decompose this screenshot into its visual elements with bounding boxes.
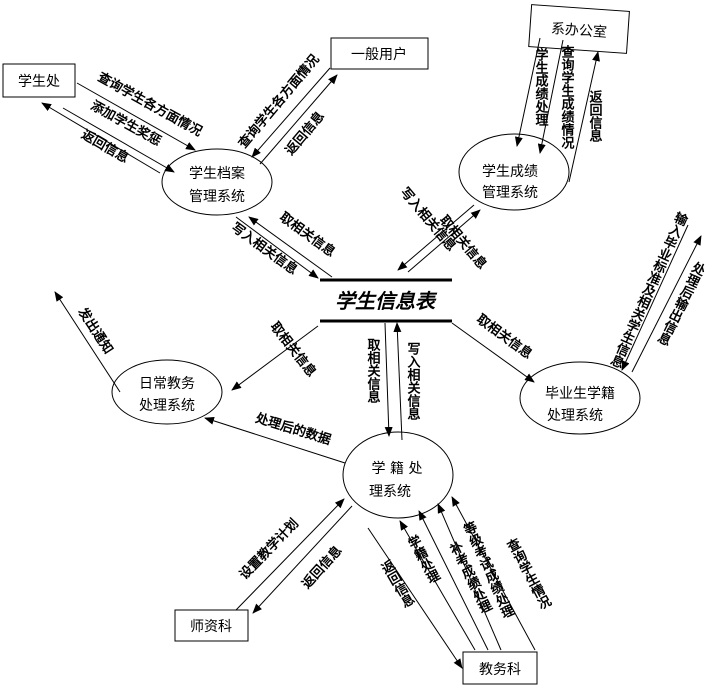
entity-academic-affairs: 教务科 — [462, 651, 538, 685]
svg-text:返回信息: 返回信息 — [299, 543, 346, 592]
entity-faculty-section: 师资科 — [174, 609, 249, 642]
svg-text:学生成绩: 学生成绩 — [482, 164, 538, 180]
svg-text:教务科: 教务科 — [479, 662, 521, 678]
process-grades: 学生成绩 管理系统 — [458, 133, 570, 211]
svg-text:学生成绩处理: 学生成绩处理 — [533, 47, 550, 126]
svg-text:取相关信息: 取相关信息 — [267, 319, 320, 380]
svg-text:处理系统: 处理系统 — [547, 408, 603, 424]
svg-text:处理系统: 处理系统 — [139, 398, 195, 414]
svg-text:学 籍 处: 学 籍 处 — [372, 460, 423, 477]
svg-text:返回信息: 返回信息 — [377, 558, 417, 612]
flow-grades-write: 写入相关信息 — [397, 184, 475, 271]
flow-daily-data: 处理后的数据 — [204, 410, 346, 464]
process-archive: 学生档案 管理系统 — [161, 148, 273, 216]
process-student-status: 学 籍 处 理系统 — [342, 431, 454, 519]
svg-text:师资科: 师资科 — [190, 619, 232, 635]
flow-do-query: 查询学生成绩情况 — [537, 39, 576, 154]
process-graduate: 毕业生学籍 处理系统 — [519, 361, 641, 435]
svg-text:写入相关信息: 写入相关信息 — [405, 342, 421, 421]
flow-status-write: 写入相关信息 — [393, 322, 421, 441]
svg-text:学生档案: 学生档案 — [189, 165, 245, 182]
flow-daily-read: 取相关信息 — [231, 319, 320, 391]
svg-text:返回信息: 返回信息 — [587, 90, 603, 143]
svg-text:毕业生学籍: 毕业生学籍 — [545, 385, 615, 402]
svg-text:学生信息表: 学生信息表 — [335, 289, 438, 313]
flow-graduate-read: 取相关信息 — [451, 311, 535, 383]
flow-do-process: 学生成绩处理 — [514, 37, 550, 147]
svg-text:取相关信息: 取相关信息 — [276, 209, 338, 260]
svg-text:返回信息: 返回信息 — [282, 108, 328, 158]
entity-dept-office: 系办公室 — [528, 4, 630, 54]
svg-text:一般用户: 一般用户 — [351, 46, 407, 63]
svg-text:查询学生情况: 查询学生情况 — [502, 535, 554, 613]
svg-text:学籍处理: 学籍处理 — [403, 532, 442, 587]
svg-text:处理后的数据: 处理后的数据 — [253, 410, 333, 448]
svg-text:设置教学计划: 设置教学计划 — [236, 516, 302, 583]
svg-text:取相关信息: 取相关信息 — [473, 311, 535, 362]
svg-text:系办公室: 系办公室 — [550, 20, 607, 41]
flow-daily-notice: 发出通知 — [54, 291, 121, 393]
process-daily: 日常教务 处理系统 — [111, 359, 223, 425]
entity-general-user: 一般用户 — [330, 37, 429, 70]
svg-text:查询学生成绩情况: 查询学生成绩情况 — [559, 44, 576, 150]
svg-text:取相关信息: 取相关信息 — [365, 338, 381, 404]
svg-text:日常教务: 日常教务 — [139, 376, 195, 392]
flow-do-return: 返回信息 — [568, 51, 603, 183]
svg-text:管理系统: 管理系统 — [189, 189, 245, 205]
svg-text:学生处: 学生处 — [18, 74, 60, 90]
svg-text:管理系统: 管理系统 — [482, 185, 538, 201]
svg-text:理系统: 理系统 — [369, 484, 411, 500]
datastore-student-info: 学生信息表 — [320, 278, 452, 323]
flow-gu-query: 查询学生各方面情况 — [235, 51, 331, 158]
entity-student-office: 学生处 — [2, 63, 76, 98]
flow-status-read: 取相关信息 — [365, 322, 393, 437]
